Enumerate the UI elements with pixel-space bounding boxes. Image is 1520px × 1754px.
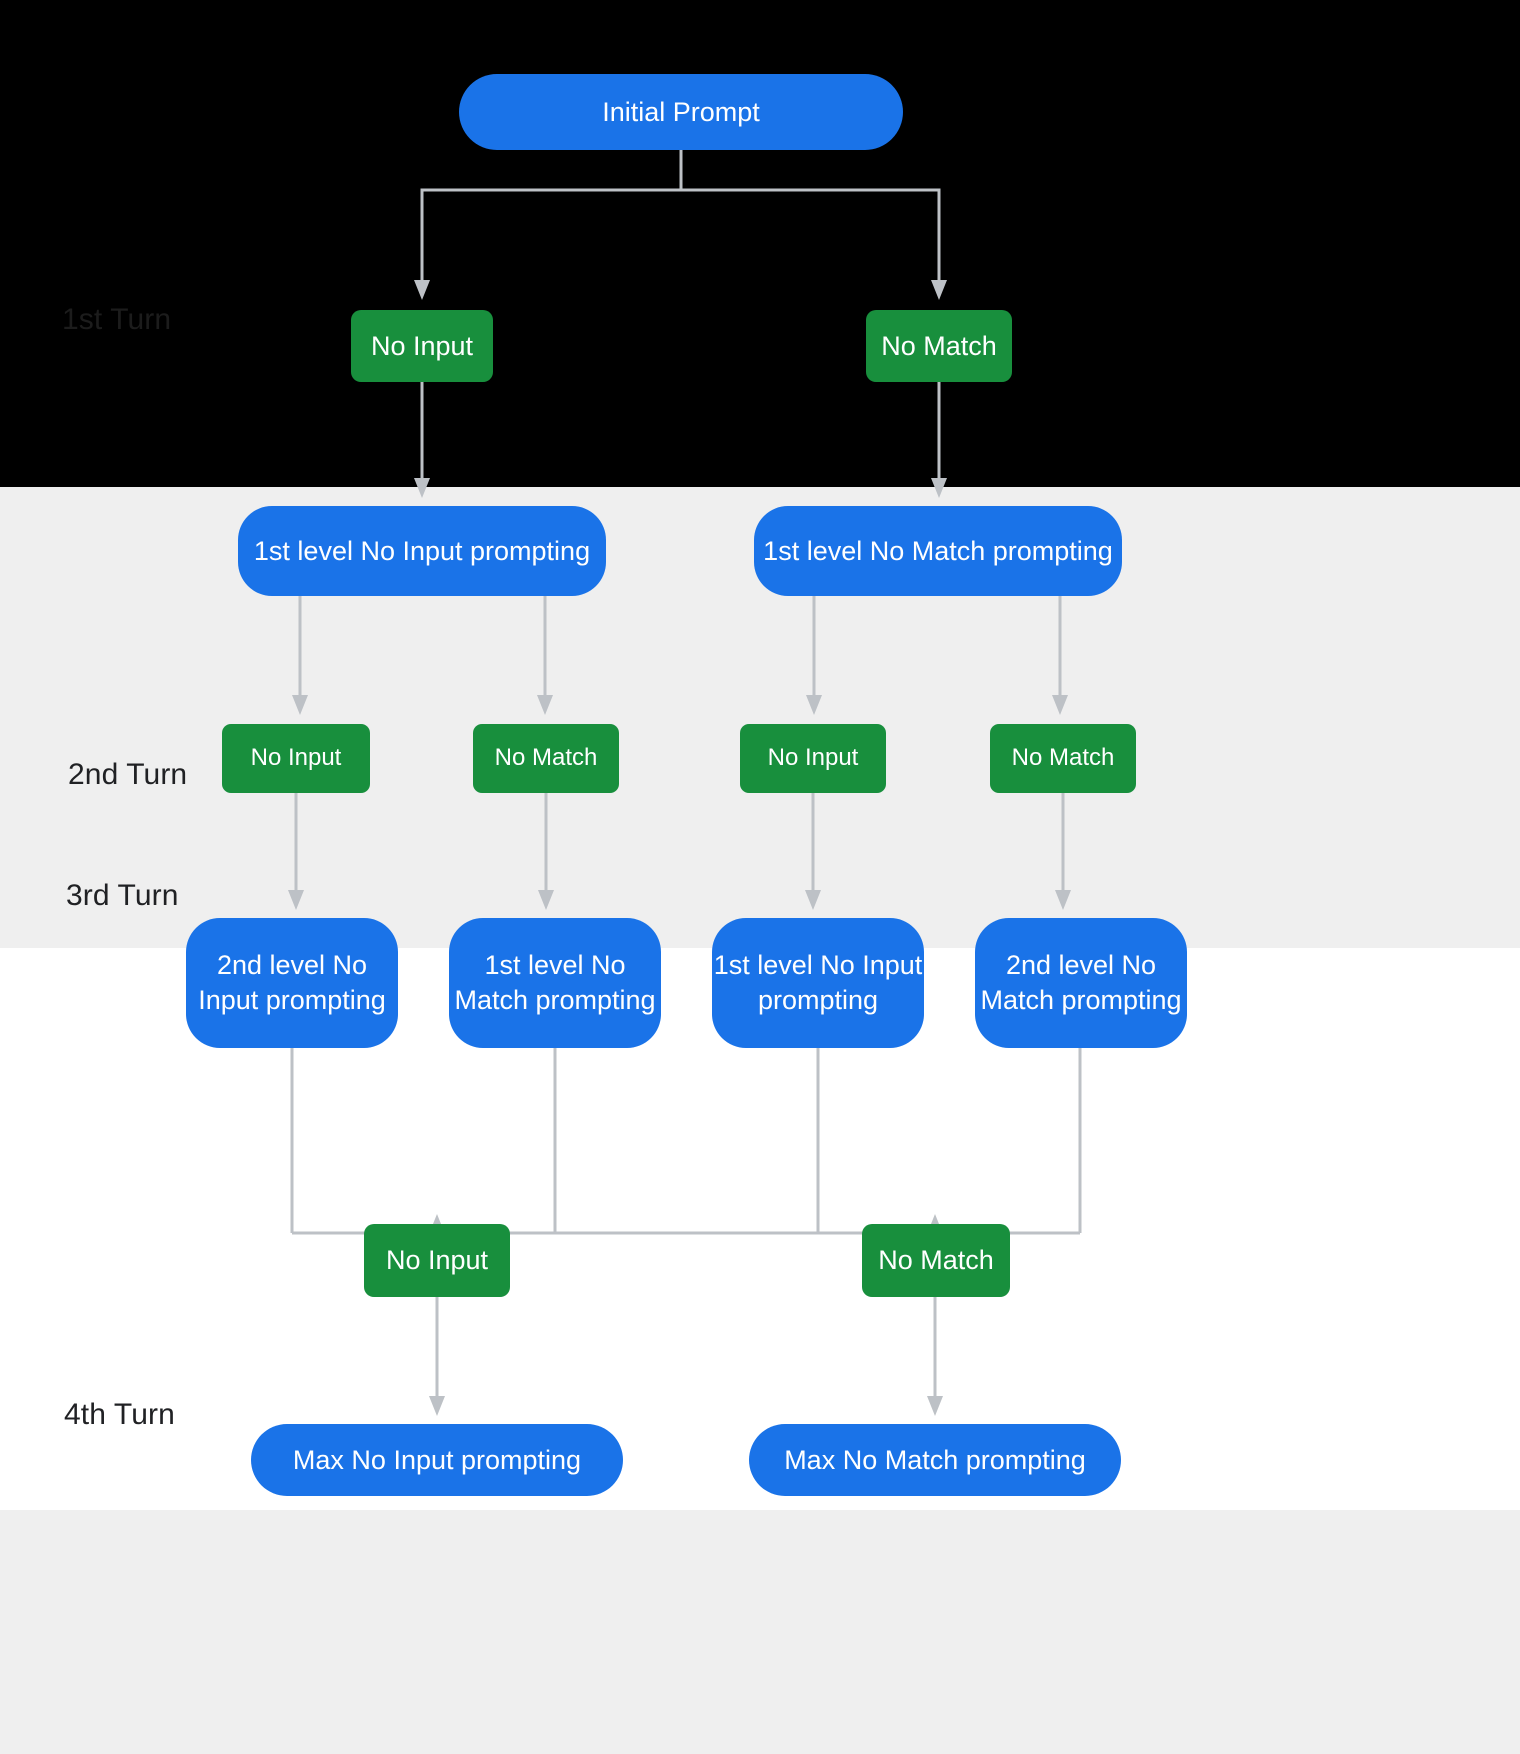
node-turn3-no-match[interactable]: No Match: [862, 1224, 1010, 1297]
node-label: No Input: [385, 1245, 489, 1276]
node-l2-no-match-prompting[interactable]: 2nd level No Match prompting: [975, 918, 1187, 1048]
turn-label-2nd: 2nd Turn: [68, 758, 188, 791]
node-label: 1st level No Match prompting: [454, 950, 656, 1015]
node-label: 2nd level No Match prompting: [980, 950, 1182, 1015]
node-label: 1st level No Match prompting: [763, 535, 1113, 566]
node-label: No Input: [767, 744, 859, 772]
node-turn2-no-input-b[interactable]: No Input: [740, 724, 886, 793]
node-label: No Match: [494, 744, 598, 772]
turn-label-4th: 4th Turn: [64, 1398, 175, 1431]
node-initial-prompt[interactable]: Initial Prompt: [459, 74, 903, 150]
node-label: No Match: [1011, 744, 1115, 772]
node-label: Max No Match prompting: [784, 1444, 1086, 1475]
turn-label-1st: 1st Turn: [62, 303, 172, 336]
node-label: 1st level No Input prompting: [713, 950, 923, 1015]
band-4th-turn: [0, 1510, 1520, 1754]
node-l1-no-input-prompting-2[interactable]: 1st level No Input prompting: [712, 918, 924, 1048]
node-turn2-no-match-b[interactable]: No Match: [990, 724, 1136, 793]
node-turn2-no-match-a[interactable]: No Match: [473, 724, 619, 793]
node-l1-no-match-prompting-2[interactable]: 1st level No Match prompting: [449, 918, 661, 1048]
node-l1-no-input-prompting[interactable]: 1st level No Input prompting: [238, 506, 606, 596]
node-label: Initial Prompt: [602, 96, 760, 127]
node-turn3-no-input[interactable]: No Input: [364, 1224, 510, 1297]
node-turn2-no-input-a[interactable]: No Input: [222, 724, 370, 793]
node-l1-no-match-prompting[interactable]: 1st level No Match prompting: [754, 506, 1122, 596]
node-l2-no-input-prompting[interactable]: 2nd level No Input prompting: [186, 918, 398, 1048]
node-turn1-no-match[interactable]: No Match: [866, 310, 1012, 382]
node-label: No Input: [370, 330, 474, 361]
node-label: No Match: [878, 1245, 994, 1276]
node-turn1-no-input[interactable]: No Input: [351, 310, 493, 382]
node-label: No Match: [881, 330, 997, 361]
turn-label-3rd: 3rd Turn: [66, 879, 179, 912]
node-label: 2nd level No Input prompting: [198, 950, 386, 1015]
node-label: Max No Input prompting: [292, 1444, 582, 1475]
node-label: 1st level No Input prompting: [253, 535, 591, 566]
node-max-no-input-prompting[interactable]: Max No Input prompting: [251, 1424, 623, 1496]
node-label: No Input: [250, 744, 342, 772]
node-max-no-match-prompting[interactable]: Max No Match prompting: [749, 1424, 1121, 1496]
